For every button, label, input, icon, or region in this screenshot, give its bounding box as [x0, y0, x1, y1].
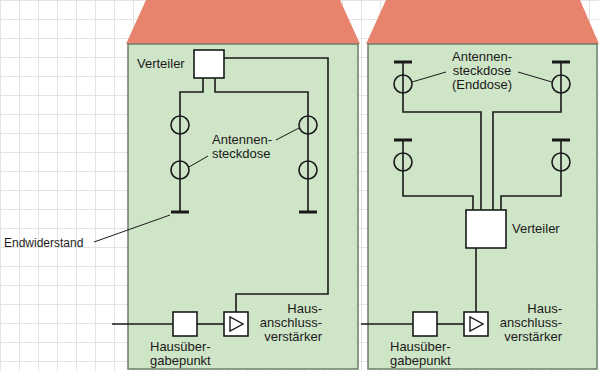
callout-label: Haus- anschluss- verstärker	[260, 302, 322, 344]
socket-symbol	[394, 153, 412, 171]
feed-cable	[475, 248, 477, 312]
branch-cable	[180, 78, 203, 212]
branch-cable	[403, 140, 473, 210]
end-resistor	[171, 211, 189, 214]
socket-symbol	[299, 116, 317, 134]
socket-symbol	[394, 75, 412, 93]
socket-symbol	[171, 116, 189, 134]
leader-line	[518, 72, 552, 82]
transfer-point-box	[173, 312, 197, 336]
end-socket-bar	[552, 139, 570, 142]
leader-line	[412, 72, 446, 82]
callout-label: Verteiler	[512, 222, 560, 236]
end-socket-bar	[394, 139, 412, 142]
callout-label: Antennen- steckdose (Enddose)	[452, 50, 512, 92]
leader-line	[276, 128, 299, 140]
cable	[197, 323, 224, 325]
amplifier-symbol	[230, 317, 243, 331]
transfer-point-box	[413, 312, 437, 336]
feed-cable	[224, 58, 328, 312]
house-body	[128, 44, 358, 369]
input-cable	[361, 323, 413, 325]
amplifier-box	[224, 312, 248, 336]
callout-label: Antennen- steckdose	[212, 133, 272, 161]
end-socket-bar	[552, 61, 570, 64]
cable	[437, 323, 464, 325]
callout-label: Haus- anschluss- verstärker	[500, 302, 562, 344]
leader-line	[189, 156, 208, 167]
distributor-box	[194, 50, 224, 78]
roof	[126, 0, 360, 44]
input-cable	[112, 323, 173, 325]
socket-symbol	[171, 161, 189, 179]
end-resistor	[299, 211, 317, 214]
callout-label: Endwiderstand	[4, 236, 83, 250]
callout-label: Verteiler	[137, 57, 185, 71]
socket-symbol	[299, 161, 317, 179]
house-body	[368, 44, 597, 369]
callout-label: Hausüber- gabepunkt	[150, 340, 211, 368]
socket-symbol	[552, 75, 570, 93]
callout-label: Hausüber- gabepunkt	[390, 340, 451, 368]
amplifier-box	[464, 312, 488, 336]
end-socket-bar	[394, 61, 412, 64]
roof	[366, 0, 599, 44]
leader-line	[94, 215, 170, 242]
distributor-box	[466, 210, 506, 248]
socket-symbol	[552, 153, 570, 171]
branch-cable	[501, 140, 561, 210]
amplifier-symbol	[470, 317, 483, 331]
